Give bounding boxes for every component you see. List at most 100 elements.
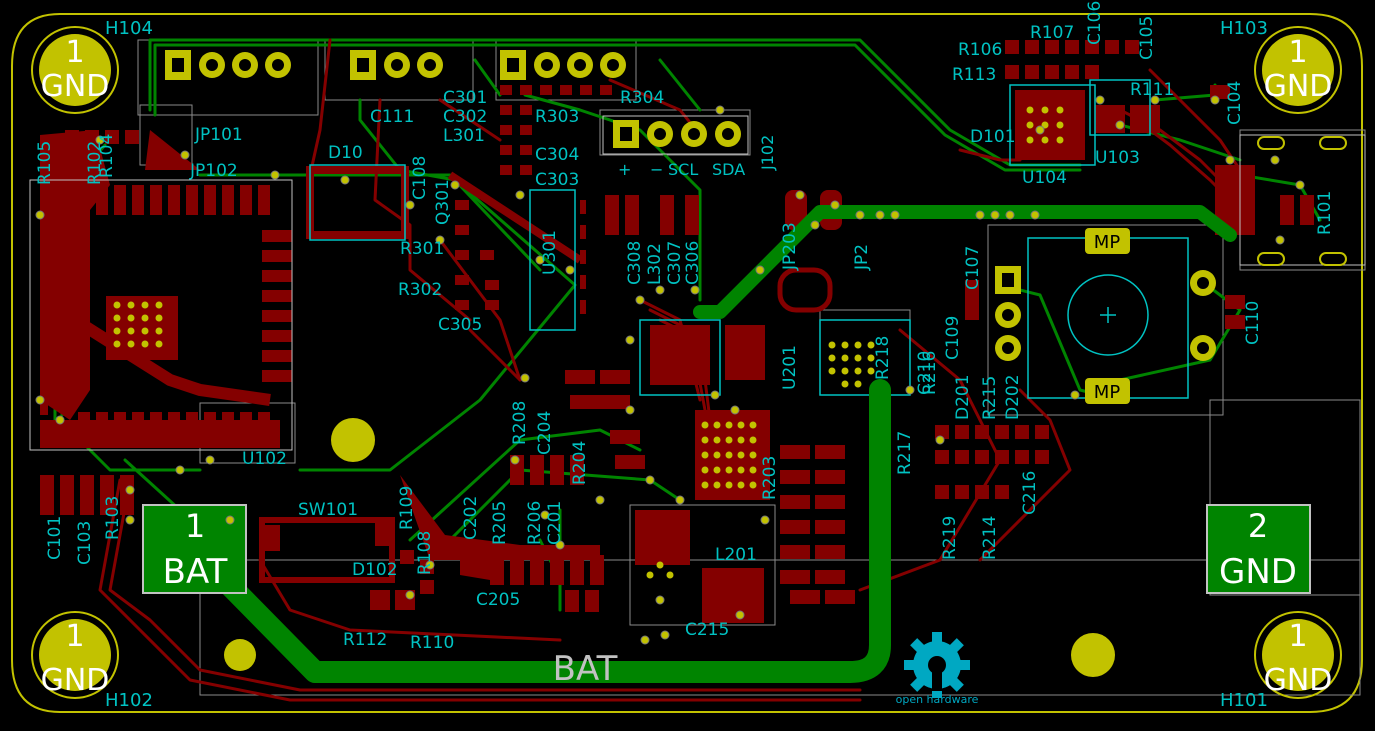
ref-r303: R303 bbox=[535, 107, 579, 127]
hole-net: GND bbox=[1264, 663, 1333, 698]
ref-r108: R108 bbox=[415, 531, 435, 575]
ref-c302: C302 bbox=[443, 107, 487, 127]
ref-r204: R204 bbox=[570, 441, 590, 485]
ref-jp2: JP2 bbox=[852, 244, 872, 271]
hole-number: 1 bbox=[1288, 619, 1307, 654]
usb-connector bbox=[1239, 134, 1366, 266]
ref-r111: R111 bbox=[1130, 80, 1174, 100]
ref-q301: Q301 bbox=[433, 179, 453, 225]
ref-d201: D201 bbox=[953, 374, 973, 420]
ref-l301: L301 bbox=[443, 126, 485, 146]
ref-c105: C105 bbox=[1137, 16, 1157, 60]
ic-outlines bbox=[309, 79, 1151, 396]
pin-label-minus: − bbox=[650, 160, 663, 179]
ref-r206: R206 bbox=[525, 501, 545, 545]
ref-r218: R218 bbox=[873, 336, 893, 380]
ref-c307: C307 bbox=[665, 241, 685, 285]
ref-d101: D101 bbox=[970, 127, 1016, 147]
ref-c215: C215 bbox=[685, 620, 729, 640]
ref-r304: R304 bbox=[620, 88, 664, 108]
buzzer-mark-top: MP bbox=[1094, 232, 1121, 253]
hole-ref-h103: H103 bbox=[1220, 18, 1268, 39]
hole-net: GND bbox=[41, 69, 110, 104]
u102-module-pads bbox=[78, 185, 292, 442]
mounting-hole-h103: 1 GND bbox=[1254, 26, 1342, 114]
header-1 bbox=[165, 50, 291, 80]
ref-d10: D10 bbox=[328, 143, 363, 163]
pin-label-scl: SCL bbox=[668, 160, 698, 179]
ref-c109: C109 bbox=[943, 316, 963, 360]
ref-c107: C107 bbox=[963, 246, 983, 290]
ref-r302: R302 bbox=[398, 280, 442, 300]
ref-sw101: SW101 bbox=[298, 500, 358, 520]
ref-r219: R219 bbox=[940, 516, 960, 560]
open-hardware-logo: open hardware bbox=[896, 632, 979, 706]
ref-jp102: JP102 bbox=[189, 161, 238, 181]
ref-r107: R107 bbox=[1030, 23, 1074, 43]
ref-c106: C106 bbox=[1085, 1, 1105, 45]
battery-pad-number: 1 bbox=[185, 507, 205, 545]
ref-jp203: JP203 bbox=[780, 222, 800, 271]
ref-r110: R110 bbox=[410, 633, 454, 653]
ref-u301: U301 bbox=[540, 230, 560, 275]
ref-c301: C301 bbox=[443, 88, 487, 108]
hole-ref-h101: H101 bbox=[1220, 690, 1268, 711]
ref-d102: D102 bbox=[352, 560, 398, 580]
ref-u103: U103 bbox=[1095, 148, 1140, 168]
mounting-hole-h101: 1 GND bbox=[1254, 611, 1342, 699]
ref-u201: U201 bbox=[780, 345, 800, 390]
ref-c305: C305 bbox=[438, 315, 482, 335]
buzzer-mark-bottom: MP bbox=[1094, 382, 1121, 403]
mounting-holes: 1 GND 1 GND 1 GND 1 GND bbox=[31, 26, 1342, 699]
pin-label-plus: + bbox=[618, 160, 631, 179]
pin-label-sda: SDA bbox=[712, 160, 745, 179]
hole-ref-h102: H102 bbox=[105, 690, 153, 711]
ref-c110: C110 bbox=[1243, 301, 1263, 345]
ref-l201: L201 bbox=[715, 545, 757, 565]
gnd-pad: 2 GND bbox=[1206, 504, 1311, 594]
ref-c306: C306 bbox=[683, 241, 703, 285]
ref-c303: C303 bbox=[535, 170, 579, 190]
ref-c216: C216 bbox=[1020, 471, 1040, 515]
header-j102 bbox=[602, 115, 749, 155]
u102-thermal-vias bbox=[113, 301, 163, 348]
pin-headers bbox=[165, 50, 1216, 361]
ref-r105: R105 bbox=[35, 141, 55, 185]
vias bbox=[35, 95, 1305, 645]
hole-net: GND bbox=[41, 663, 110, 698]
ref-r113: R113 bbox=[952, 65, 996, 85]
header-3 bbox=[500, 50, 626, 80]
ref-c104: C104 bbox=[1225, 81, 1245, 125]
logo-text: open hardware bbox=[896, 693, 979, 706]
mounting-hole-h102: 1 GND bbox=[31, 611, 119, 699]
smd-passives bbox=[40, 40, 1314, 612]
board-outline bbox=[11, 13, 1363, 713]
hole-net: GND bbox=[1264, 69, 1333, 104]
drill-hole bbox=[331, 418, 375, 462]
hole-ref-h104: H104 bbox=[105, 18, 153, 39]
ref-j102: J102 bbox=[758, 135, 777, 171]
ref-c108: C108 bbox=[410, 156, 430, 200]
ref-c308: C308 bbox=[625, 241, 645, 285]
hole-number: 1 bbox=[65, 35, 84, 70]
bat-trace-label: BAT bbox=[553, 649, 618, 689]
ref-r203: R203 bbox=[760, 456, 780, 500]
ref-r109: R109 bbox=[397, 486, 417, 530]
ref-c101: C101 bbox=[45, 516, 65, 560]
ref-r301: R301 bbox=[400, 239, 444, 259]
ref-r217: R217 bbox=[895, 431, 915, 475]
u102-outline bbox=[29, 179, 293, 451]
ref-r205: R205 bbox=[490, 501, 510, 545]
ref-c202: C202 bbox=[461, 496, 481, 540]
ref-c111: C111 bbox=[370, 107, 414, 127]
ref-r106: R106 bbox=[958, 40, 1002, 60]
hole-number: 1 bbox=[65, 619, 84, 654]
ref-c204: C204 bbox=[535, 411, 555, 455]
ref-r216: R216 bbox=[920, 351, 940, 395]
ref-c210: C210 bbox=[915, 351, 935, 395]
buzzer: MP MP bbox=[1027, 228, 1189, 404]
hole-number: 1 bbox=[1288, 35, 1307, 70]
ref-r112: R112 bbox=[343, 630, 387, 650]
mounting-hole-h104: 1 GND bbox=[31, 26, 119, 114]
